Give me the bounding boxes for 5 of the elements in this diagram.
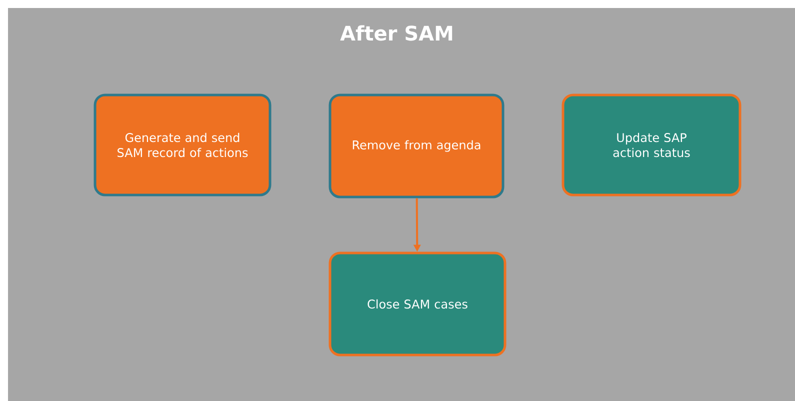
process-box: Remove from agenda <box>328 94 504 198</box>
process-box: Generate and send SAM record of actions <box>94 94 272 196</box>
title: After SAM <box>340 25 452 41</box>
process-box: Close SAM cases <box>328 252 506 356</box>
process-box: Update SAP action status <box>562 94 742 196</box>
